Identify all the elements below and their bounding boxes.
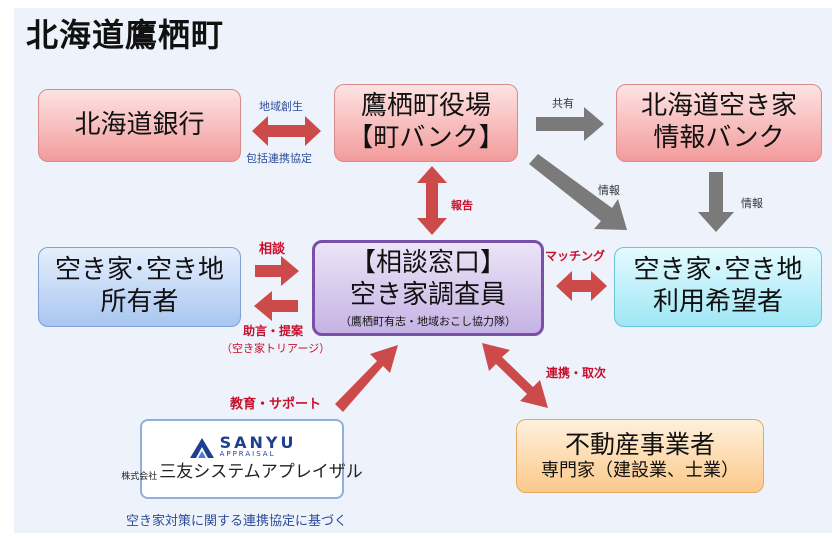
sanyu-brand: SANYU: [219, 433, 297, 453]
label-liaison: 連携・取次: [546, 366, 607, 380]
hokkaido-bank-box: 北海道銀行: [38, 89, 241, 162]
sanyu-brand-sub: APPRAISAL: [219, 450, 276, 459]
label-advice: 助言・提案: [243, 324, 304, 338]
town-bank-label: 【町バンク】: [347, 123, 505, 153]
arrow-townhall-users: [529, 154, 627, 230]
consultation-window-label: 【相談窓口】: [349, 248, 506, 279]
vacant-house-investigator-label: 空き家調査員: [349, 279, 506, 310]
label-matching: マッチング: [545, 249, 606, 263]
owners-line2: 所有者: [100, 287, 179, 317]
arrow-share: [536, 107, 604, 141]
label-region-creation: 地域創生: [259, 100, 303, 113]
label-education: 教育・サポート: [230, 397, 322, 412]
arrow-advice: [254, 291, 298, 321]
specialists-label: 専門家（建設業、士業）: [541, 460, 739, 482]
arrow-report: [417, 166, 447, 235]
company-name: 三友システムアプレイザル: [159, 462, 363, 483]
arrow-education: [335, 345, 398, 412]
label-share: 共有: [552, 97, 574, 110]
hokkaido-vacant-house-bank-box: 北海道空き家 情報バンク: [616, 84, 822, 162]
arrow-liaison: [482, 343, 548, 408]
sanyu-logo: SANYU APPRAISAL: [188, 435, 297, 458]
users-box: 空き家･空き地 利用希望者: [614, 247, 822, 327]
town-hall-box: 鷹栖町役場 【町バンク】: [334, 84, 518, 162]
real-estate-business-label: 不動産事業者: [564, 429, 715, 459]
label-consultation: 相談: [259, 242, 286, 257]
label-report: 報告: [451, 199, 473, 212]
label-comprehensive-agreement: 包括連携協定: [246, 152, 312, 165]
consultation-sub-label: （鷹栖町有志・地域おこし協力隊）: [340, 314, 516, 328]
arrow-matching: [556, 271, 607, 301]
label-info-b: 情報: [741, 197, 763, 210]
company-prefix: 株式会社: [121, 471, 158, 482]
label-info-a: 情報: [598, 184, 620, 197]
sanyu-logo-mark-icon: [189, 437, 214, 458]
users-line1: 空き家･空き地: [633, 255, 803, 286]
label-triage: （空き家トリアージ）: [221, 342, 331, 355]
owners-box: 空き家･空き地 所有者: [38, 247, 241, 327]
town-hall-name: 鷹栖町役場: [360, 91, 491, 122]
arrow-info-users: [698, 172, 734, 232]
sanyu-appraisal-logo-box: SANYU APPRAISAL 株式会社 三友システムアプレイザル: [121, 419, 363, 499]
vacant-house-bank-line1: 北海道空き家: [640, 91, 797, 122]
page-title: 北海道鷹栖町: [26, 16, 225, 54]
hokkaido-bank-label: 北海道銀行: [74, 109, 205, 140]
vacant-house-bank-line2: 情報バンク: [653, 123, 785, 153]
owners-line1: 空き家･空き地: [54, 255, 224, 286]
real-estate-business-box: 不動産事業者 専門家（建設業、士業）: [516, 419, 764, 493]
arrow-bank-townhall: [252, 116, 321, 146]
users-line2: 利用希望者: [652, 287, 783, 317]
agreement-note: 空き家対策に関する連携協定に基づく: [126, 514, 348, 529]
arrow-consult: [255, 256, 299, 286]
consultation-window-box: 【相談窓口】 空き家調査員 （鷹栖町有志・地域おこし協力隊）: [312, 240, 544, 336]
